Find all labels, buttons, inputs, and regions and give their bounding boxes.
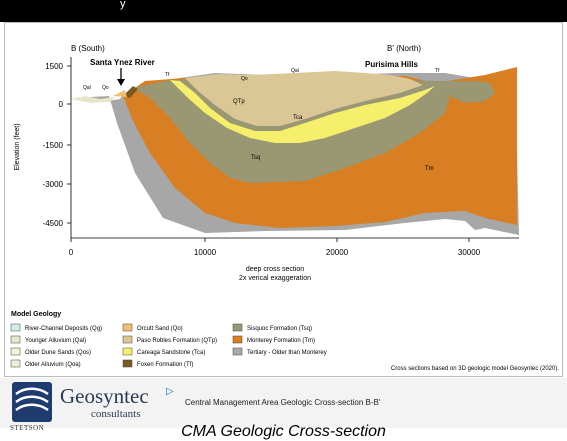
legend-item: River-Channel Deposits (Qg) (10, 323, 102, 332)
y-tick-label: 0 (59, 100, 64, 109)
legend-label: Monterey Formation (Tm) (247, 338, 315, 344)
legend-label: Sisquoc Formation (Tsq) (247, 326, 312, 332)
legend-item: Paso Robles Formation (QTp) (122, 335, 217, 344)
y-tick-label: -3000 (43, 180, 64, 189)
legend-label: Foxen Formation (Tf) (137, 362, 193, 368)
unit-label: QTp (233, 99, 245, 105)
footer-bar: STETSON Geosyntec ▷ consultants Central … (0, 378, 567, 432)
legend-item: Younger Alluvium (Qal) (10, 335, 86, 344)
x-caption-line1: deep cross section (246, 266, 304, 273)
legend-label: Older Alluvium (Qoa) (25, 362, 81, 368)
figure-caption: CMA Geologic Cross-section (181, 423, 386, 440)
legend-swatch (10, 323, 21, 332)
brand-name: Geosyntec (60, 384, 149, 408)
legend-item: Monterey Formation (Tm) (232, 335, 315, 344)
unit-label: Tca (293, 115, 303, 121)
legend-label: Younger Alluvium (Qal) (25, 338, 86, 344)
cross-section-figure: 1500 0 -1500 -3000 -4500 0 10000 20000 3… (10, 44, 559, 372)
x-tick-label: 10000 (194, 248, 217, 257)
unit-careaga-polygon (170, 80, 435, 143)
top-bar-fragment: y (120, 0, 126, 10)
x-tick-label: 20000 (326, 248, 349, 257)
legend-label: Tertiary - Older than Monterey (247, 350, 327, 356)
legend-item: Older Dune Sands (Qos) (10, 347, 91, 356)
logo-swirl-icon (15, 387, 49, 412)
legend-item: Careaga Sandstone (Tca) (122, 347, 205, 356)
x-tick-label: 0 (69, 248, 74, 257)
unit-label: Tm (425, 166, 434, 172)
x-caption-line2: 2x verical exaggeration (239, 275, 311, 282)
logo-subtext: STETSON (10, 424, 45, 432)
y-tick-label: -1500 (43, 141, 64, 150)
unit-foxen-polygon-left (123, 86, 138, 98)
santa-ynez-arrow-head (117, 79, 125, 86)
unit-label: Tsq (251, 155, 260, 161)
footer-title: Central Management Area Geologic Cross-s… (185, 398, 381, 407)
brand-subtext: consultants (91, 408, 141, 420)
y-tick-label: 1500 (45, 62, 63, 71)
figure-frame: 1500 0 -1500 -3000 -4500 0 10000 20000 3… (4, 22, 563, 377)
legend-swatch (122, 359, 133, 368)
brand-arrow-icon: ▷ (166, 386, 174, 397)
legend-swatch (232, 347, 243, 356)
legend-label: Orcutt Sand (Qo) (137, 326, 183, 332)
legend-credit: Cross sections based on 3D geologic mode… (391, 366, 559, 372)
legend-item: Sisquoc Formation (Tsq) (232, 323, 312, 332)
legend-item: Foxen Formation (Tf) (122, 359, 193, 368)
place-label-purisima: Purisima Hills (365, 60, 418, 69)
unit-label: Tf (435, 68, 440, 74)
legend-item: Older Alluvium (Qoa) (10, 359, 81, 368)
legend-label: Older Dune Sands (Qos) (25, 350, 91, 356)
y-axis-label: Elevation (feet) (14, 123, 21, 170)
unit-label: Qal (291, 68, 299, 74)
legend-label: Careaga Sandstone (Tca) (137, 350, 205, 356)
section-left-label: B (South) (71, 44, 105, 53)
legend-swatch (10, 347, 21, 356)
legend-swatch (232, 335, 243, 344)
legend-label: Paso Robles Formation (QTp) (137, 338, 217, 344)
unit-orcutt-polygon (113, 90, 127, 97)
legend-item: Tertiary - Older than Monterey (232, 347, 327, 356)
section-right-label: B' (North) (387, 44, 421, 53)
unit-label: Qal (83, 85, 91, 91)
legend-label: River-Channel Deposits (Qg) (25, 326, 102, 332)
stetson-logo-icon (12, 382, 52, 422)
legend-title: Model Geology (11, 311, 61, 318)
unit-alluvium-polygon (71, 96, 115, 103)
x-tick-label: 30000 (458, 248, 481, 257)
legend-swatch (10, 335, 21, 344)
place-label-santa-ynez: Santa Ynez River (90, 58, 155, 67)
unit-label: Tf (165, 72, 170, 78)
top-bar: y (0, 0, 567, 22)
legend-swatch (122, 335, 133, 344)
legend-item: Orcutt Sand (Qo) (122, 323, 183, 332)
legend-swatch (232, 323, 243, 332)
legend-swatch (10, 359, 21, 368)
y-tick-label: -4500 (43, 219, 64, 228)
unit-label: Qo (102, 85, 109, 91)
unit-label: Qo (241, 76, 248, 82)
legend-swatch (122, 347, 133, 356)
legend-swatch (122, 323, 133, 332)
unit-paso-robles-polygon (185, 71, 423, 126)
